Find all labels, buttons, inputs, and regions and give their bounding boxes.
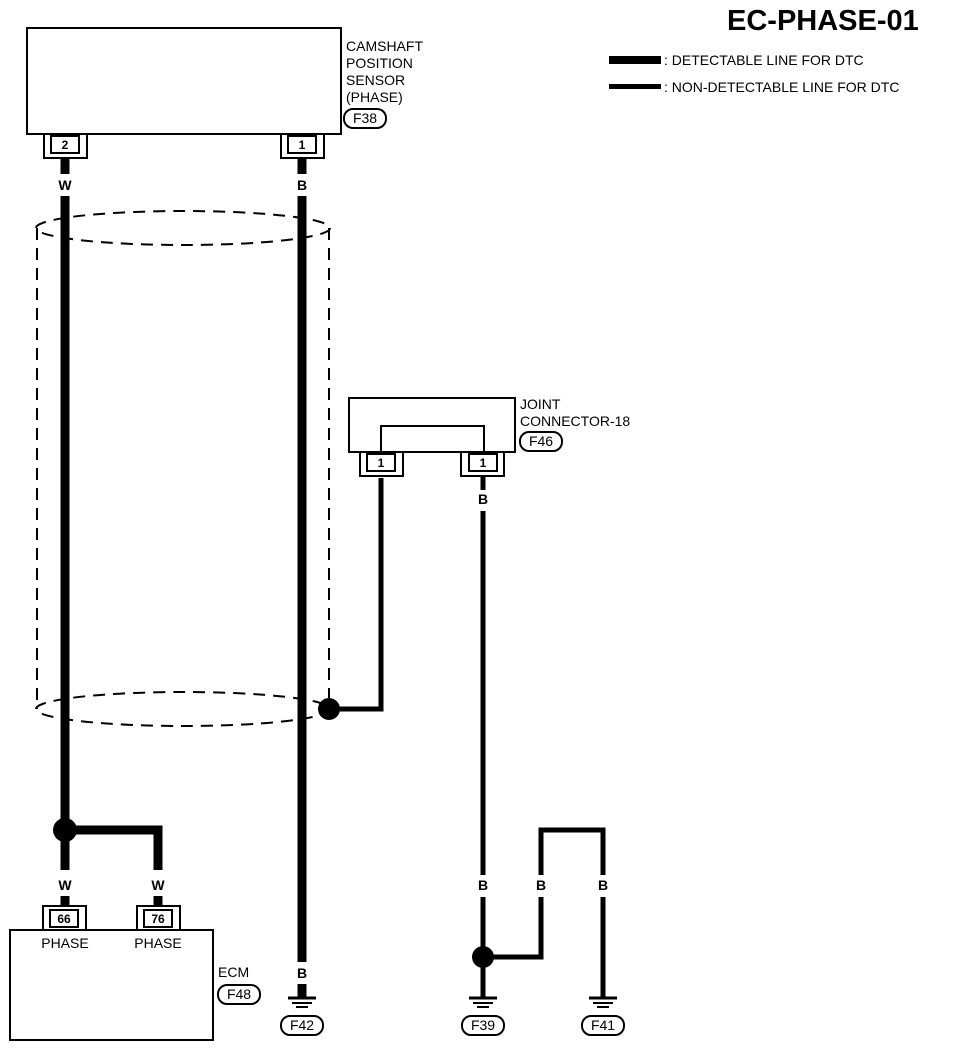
sensor-box	[26, 27, 342, 135]
ground-f41: F41	[581, 996, 625, 1036]
sensor-pin1-number: 1	[299, 138, 306, 152]
ecm-wires: W W	[53, 818, 165, 906]
camshaft-sensor: CAMSHAFT POSITION SENSOR (PHASE) F38 2 1	[26, 27, 423, 159]
sensor-name-line-3: SENSOR	[346, 72, 405, 88]
sensor-name-line-1: CAMSHAFT	[346, 38, 423, 54]
legend-detectable-label: : DETECTABLE LINE FOR DTC	[664, 52, 864, 68]
sensor-pin2-number: 2	[62, 138, 69, 152]
sensor-connector-badge	[343, 108, 387, 129]
ecm-name: ECM	[218, 964, 249, 980]
ecm-connector-badge	[217, 984, 261, 1005]
joint-internal-link	[380, 425, 485, 452]
wire-color-w-66: W	[58, 877, 72, 893]
sensor-name-line-2: POSITION	[346, 55, 413, 71]
joint-connector-badge	[519, 431, 563, 452]
sensor-pin1-box	[287, 135, 317, 154]
ground-f41-id: F41	[591, 1017, 615, 1033]
sensor-connector-id: F38	[353, 110, 377, 126]
wire-color-joint-b: B	[478, 491, 488, 507]
joint-pin-right-box	[468, 453, 498, 472]
legend-non-detectable-label: : NON-DETECTABLE LINE FOR DTC	[664, 79, 899, 95]
shield	[35, 210, 331, 727]
joint-name-line-1: JOINT	[520, 396, 561, 412]
ecm-connector-id: F48	[227, 986, 251, 1002]
sensor-name-line-4: (PHASE)	[346, 89, 403, 105]
ecm: 66 PHASE 76 PHASE ECM F48	[9, 905, 261, 1041]
ecm-box	[9, 929, 214, 1041]
sensor-wires: W B B	[58, 158, 307, 998]
ground-f42: F42	[280, 996, 324, 1036]
wire-branch-loop	[538, 827, 606, 875]
joint-pin-left-box	[366, 453, 396, 472]
shield-drain	[318, 478, 384, 720]
wire-color-w-top: W	[58, 177, 72, 193]
shield-bottom-ellipse	[35, 691, 331, 727]
wire-color-w-76: W	[151, 877, 165, 893]
ground-f39: F39	[461, 996, 505, 1036]
legend: : DETECTABLE LINE FOR DTC : NON-DETECTAB…	[609, 52, 899, 95]
wire-color-b-f39: B	[478, 877, 488, 893]
joint-name-line-2: CONNECTOR-18	[520, 413, 630, 429]
joint-ground-wire: B B B B	[472, 476, 608, 998]
ecm-pin66-label: PHASE	[41, 935, 88, 951]
wire-color-b-top: B	[297, 177, 307, 193]
ecm-pin66-box	[49, 909, 79, 928]
legend-non-detectable-swatch	[609, 84, 661, 89]
ecm-pin76-box	[143, 909, 173, 928]
legend-detectable-swatch	[609, 56, 661, 64]
shield-drain-wire	[329, 478, 384, 712]
ecm-pin66-number: 66	[57, 912, 71, 926]
ground-f41-badge	[581, 1015, 625, 1036]
wire-color-b-f41: B	[598, 877, 608, 893]
ecm-pin76-number: 76	[151, 912, 165, 926]
ecm-pin76-bracket	[136, 905, 181, 930]
joint-pin-right-number: 1	[480, 456, 487, 470]
joint-pin-left-bracket	[359, 452, 404, 477]
ecm-pin66-bracket	[42, 905, 87, 930]
wire-branch-low	[483, 897, 544, 960]
ecm-pin76-label: PHASE	[134, 935, 181, 951]
diagram-title: EC-PHASE-01	[727, 5, 919, 37]
ground-f39-id: F39	[471, 1017, 495, 1033]
wire-w-branch	[65, 825, 163, 870]
ground-f42-id: F42	[290, 1017, 314, 1033]
shield-top-ellipse	[35, 210, 331, 246]
joint-connector: JOINT CONNECTOR-18 F46 1 1	[348, 396, 630, 477]
joint-connector-id: F46	[529, 433, 553, 449]
sensor-pin2-box	[50, 135, 80, 154]
joint-pin-left-number: 1	[378, 456, 385, 470]
wire-color-b-ground-f42: B	[297, 965, 307, 981]
ground-f39-badge	[461, 1015, 505, 1036]
wire-color-b-mid: B	[536, 877, 546, 893]
ground-f42-badge	[280, 1015, 324, 1036]
